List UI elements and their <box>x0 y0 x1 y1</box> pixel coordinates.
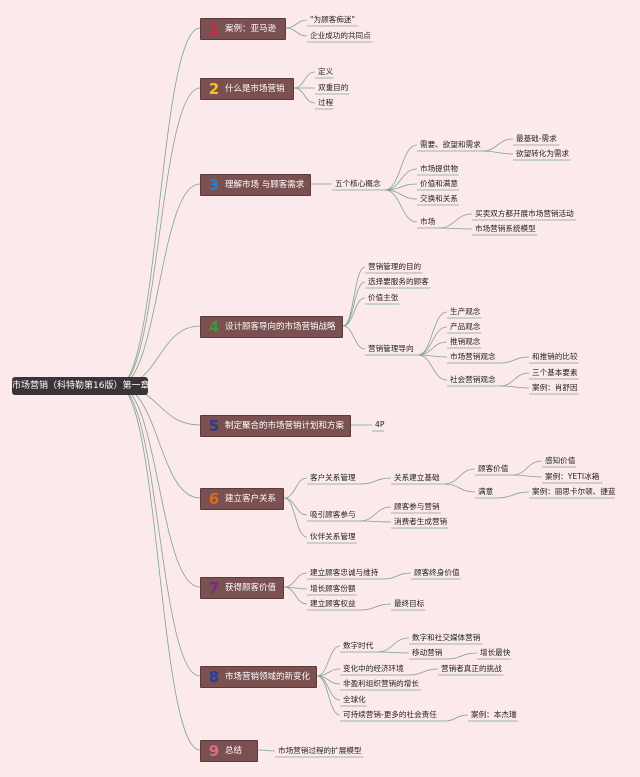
topic-2-0-3[interactable]: 交换和关系 <box>420 194 458 203</box>
topic-7-0-1-0[interactable]: 增长最快 <box>480 648 511 657</box>
topic-5-0-0-0[interactable]: 顾客价值 <box>478 464 509 473</box>
topic-6-0[interactable]: 建立顾客忠诚与维持 <box>310 568 379 577</box>
topic-3-0[interactable]: 营销管理的目的 <box>368 262 422 271</box>
branch-number: 3 <box>208 176 220 194</box>
branch-8[interactable]: 8 市场营销领域的新变化 <box>200 666 318 688</box>
topic-3-3-1[interactable]: 产品观念 <box>450 322 481 331</box>
topic-7-0-1[interactable]: 移动营销 <box>412 648 443 657</box>
branch-number: 4 <box>208 318 220 336</box>
branch-label: 获得顾客价值 <box>225 583 277 593</box>
branch-7[interactable]: 7 获得顾客价值 <box>200 577 284 599</box>
topic-2-0-0[interactable]: 需要、欲望和需求 <box>420 140 481 149</box>
branch-label: 案例：亚马逊 <box>225 24 277 34</box>
branch-number: 5 <box>208 417 220 435</box>
topic-1-2[interactable]: 过程 <box>318 98 334 107</box>
topic-6-2[interactable]: 建立顾客权益 <box>310 599 356 608</box>
topic-2-0-0-1[interactable]: 欲望转化为需求 <box>516 149 570 158</box>
branch-number: 9 <box>208 742 220 760</box>
topic-3-3-4-1[interactable]: 案例：肖舒因 <box>532 383 578 392</box>
topic-5-0-0-1[interactable]: 满意 <box>478 487 494 496</box>
topic-5-0-0-1-0[interactable]: 案例：丽思卡尔顿、捷蓝 <box>532 487 616 496</box>
branch-3[interactable]: 3 理解市场 与顾客需求 <box>200 174 312 196</box>
topic-6-2-0[interactable]: 最终目标 <box>394 599 425 608</box>
topic-7-3[interactable]: 全球化 <box>343 695 366 704</box>
branch-number: 8 <box>208 668 220 686</box>
branch-label: 设计顾客导向的市场营销战略 <box>225 322 336 332</box>
topic-7-1-0[interactable]: 营销者真正的挑战 <box>441 664 502 673</box>
branch-label: 建立客户关系 <box>225 494 277 504</box>
branch-2[interactable]: 2 什么是市场营销 <box>200 78 294 100</box>
topic-5-1-0[interactable]: 顾客参与营销 <box>394 502 440 511</box>
topic-2-0[interactable]: 五个核心概念 <box>335 179 381 188</box>
branch-label: 什么是市场营销 <box>225 84 285 94</box>
topic-7-0[interactable]: 数字时代 <box>343 641 374 650</box>
topic-2-0-4[interactable]: 市场 <box>420 217 436 226</box>
topic-0-0[interactable]: "为顾客痴迷" <box>310 15 355 24</box>
branch-number: 6 <box>208 490 220 508</box>
topic-3-3-4[interactable]: 社会营销观念 <box>450 375 496 384</box>
topic-6-0-0[interactable]: 顾客终身价值 <box>414 568 460 577</box>
topic-5-0-0[interactable]: 关系建立基础 <box>394 473 440 482</box>
branch-4[interactable]: 4 设计顾客导向的市场营销战略 <box>200 316 343 338</box>
topic-1-0[interactable]: 定义 <box>318 67 334 76</box>
branch-number: 2 <box>208 80 220 98</box>
topic-5-0-0-0-0[interactable]: 感知价值 <box>545 456 576 465</box>
branch-label: 理解市场 与顾客需求 <box>225 180 305 190</box>
topic-7-1[interactable]: 变化中的经济环境 <box>343 664 404 673</box>
branch-label: 总结 <box>225 746 243 756</box>
topic-6-1[interactable]: 增长顾客份额 <box>310 584 356 593</box>
topic-3-1[interactable]: 选择要服务的顾客 <box>368 277 429 286</box>
branch-label: 市场营销领域的新变化 <box>225 672 311 682</box>
topic-5-1-1[interactable]: 消费者生成营销 <box>394 517 448 526</box>
branch-number: 1 <box>208 20 220 38</box>
topic-5-0[interactable]: 客户关系管理 <box>310 473 356 482</box>
topic-3-3-3-0[interactable]: 和推销的比较 <box>532 352 578 361</box>
topic-3-3-0[interactable]: 生产观念 <box>450 307 481 316</box>
root-node[interactable]: 市场营销（科特勒第16版）第一章 <box>12 377 148 395</box>
topic-5-1[interactable]: 吸引顾客参与 <box>310 510 356 519</box>
branch-5[interactable]: 5 制定聚合的市场营销计划和方案 <box>200 415 352 437</box>
topic-8-0[interactable]: 市场营销过程的扩展模型 <box>278 746 362 755</box>
topic-3-3-2[interactable]: 推销观念 <box>450 337 481 346</box>
topic-2-0-4-0[interactable]: 买卖双方都开展市场营销活动 <box>475 209 574 218</box>
topic-2-0-2[interactable]: 价值和满意 <box>420 179 458 188</box>
topic-1-1[interactable]: 双重目的 <box>318 83 349 92</box>
topic-0-1[interactable]: 企业成功的共同点 <box>310 31 371 40</box>
topic-7-4[interactable]: 可持续营销-更多的社会责任 <box>343 710 437 719</box>
topic-3-3[interactable]: 营销管理导向 <box>368 344 414 353</box>
topic-2-0-1[interactable]: 市场提供物 <box>420 164 458 173</box>
branch-label: 制定聚合的市场营销计划和方案 <box>225 421 345 431</box>
branch-9[interactable]: 9 总结 <box>200 740 258 762</box>
topic-7-2[interactable]: 非盈利组织营销的增长 <box>343 679 419 688</box>
topic-5-2[interactable]: 伙伴关系管理 <box>310 532 356 541</box>
topic-5-0-0-0-1[interactable]: 案例：YETI冰箱 <box>545 472 600 481</box>
branch-number: 7 <box>208 579 220 597</box>
branch-1[interactable]: 1 案例：亚马逊 <box>200 18 286 40</box>
topic-3-3-4-0[interactable]: 三个基本要素 <box>532 368 578 377</box>
topic-7-4-0[interactable]: 案例：本杰瑞 <box>471 710 517 719</box>
topic-3-2[interactable]: 价值主张 <box>368 293 399 302</box>
topic-4-0[interactable]: 4P <box>375 420 385 429</box>
topic-2-0-0-0[interactable]: 最基础-需求 <box>516 134 557 143</box>
topic-2-0-4-1[interactable]: 市场营销系统模型 <box>475 224 536 233</box>
branch-6[interactable]: 6 建立客户关系 <box>200 488 284 510</box>
topic-7-0-0[interactable]: 数字和社交媒体营销 <box>412 633 481 642</box>
topic-3-3-3[interactable]: 市场营销观念 <box>450 352 496 361</box>
